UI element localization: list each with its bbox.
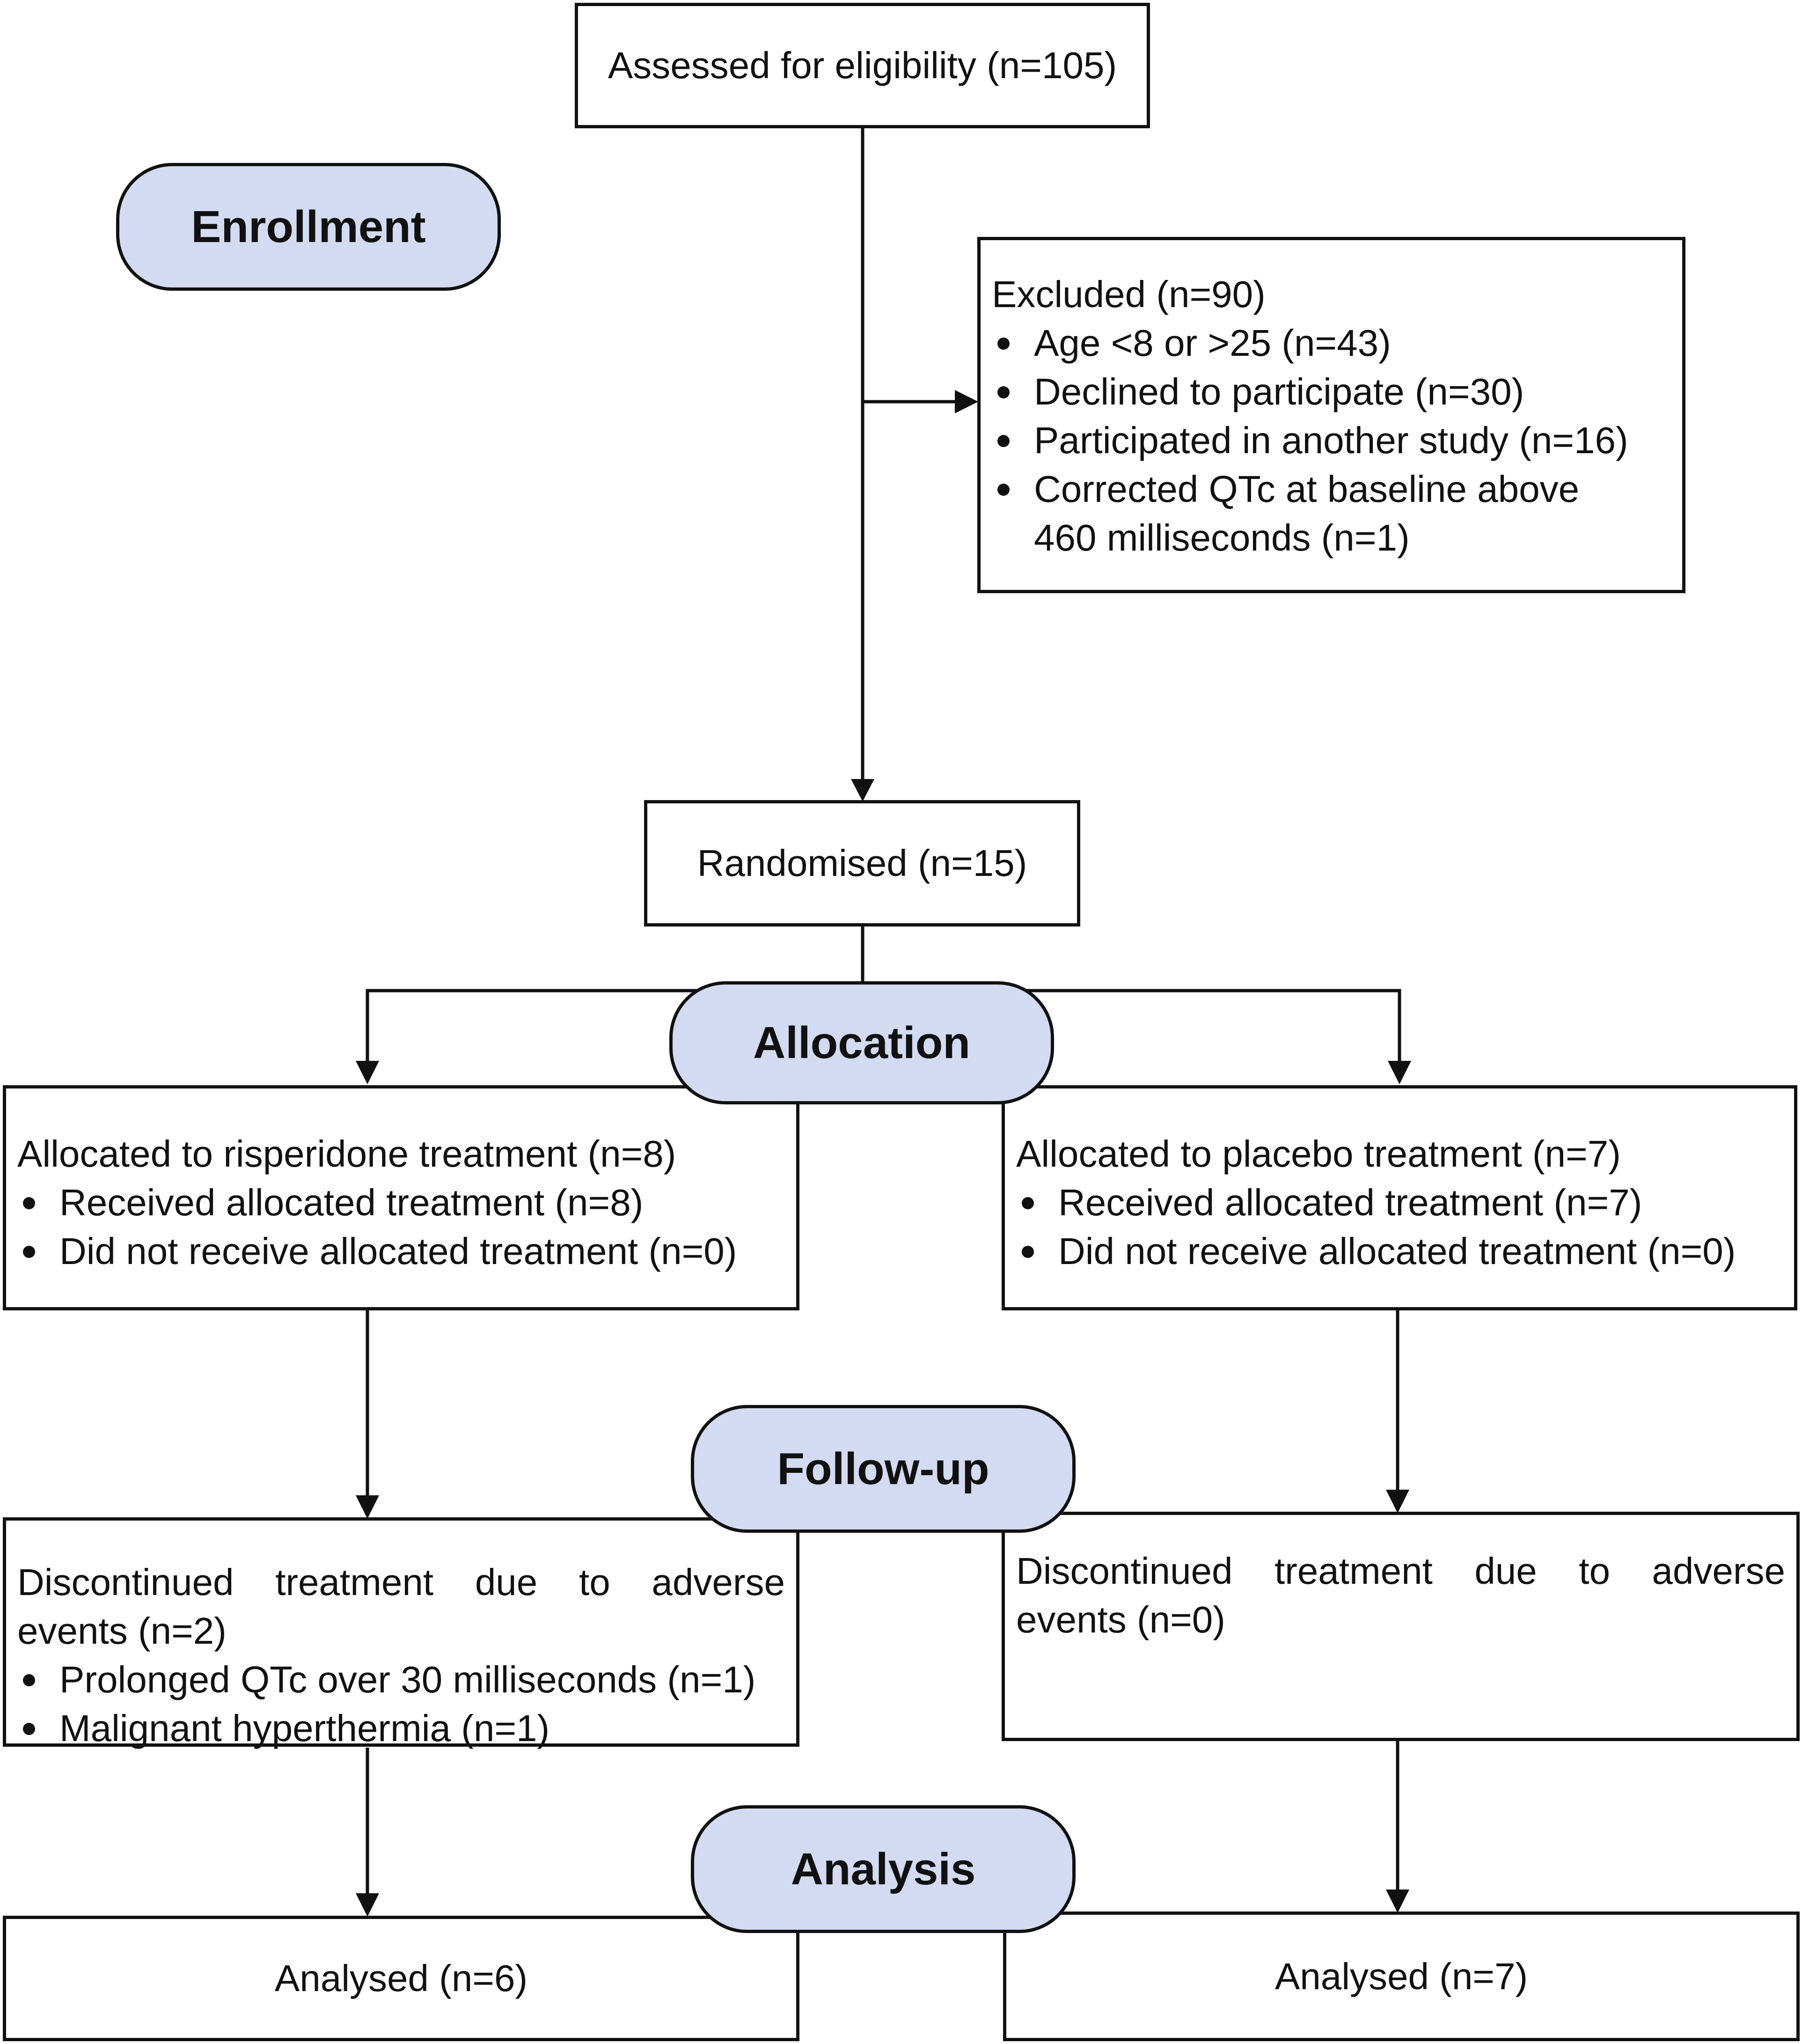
allocation-label-text: Allocation: [753, 1017, 970, 1068]
analysis-label-text: Analysis: [791, 1844, 976, 1894]
allocation-risperidone-item: Did not receive allocated treatment (n=0…: [17, 1227, 785, 1276]
allocation-placebo-item: Did not receive allocated treatment (n=0…: [1016, 1227, 1783, 1276]
arrowhead-analysis-right: [1386, 1890, 1409, 1913]
assessed-box: Assessed for eligibility (n=105): [575, 3, 1150, 128]
followup-risperidone-line1: Discontinued treatment due to adverse: [17, 1561, 785, 1603]
arrowhead-excluded: [955, 390, 978, 413]
excluded-box: Excluded (n=90) Age <8 or >25 (n=43) Dec…: [977, 237, 1685, 593]
followup-phase-label: Follow-up: [691, 1405, 1076, 1533]
assessed-text: Assessed for eligibility (n=105): [608, 44, 1117, 86]
analysis-placebo-text: Analysed (n=7): [1275, 1955, 1528, 1997]
randomised-box: Randomised (n=15): [644, 800, 1080, 926]
excluded-reason-item: Declined to participate (n=30): [992, 368, 1671, 416]
excluded-title: Excluded (n=90): [992, 273, 1266, 315]
analysis-phase-label: Analysis: [691, 1805, 1076, 1933]
excluded-reason-item: Age <8 or >25 (n=43): [992, 319, 1671, 368]
allocation-risperidone-box: Allocated to risperidone treatment (n=8)…: [3, 1085, 799, 1310]
allocation-placebo-title: Allocated to placebo treatment (n=7): [1016, 1133, 1621, 1175]
randomised-text: Randomised (n=15): [697, 842, 1027, 884]
enrollment-phase-label: Enrollment: [116, 163, 501, 291]
allocation-risperidone-list: Received allocated treatment (n=8) Did n…: [17, 1178, 785, 1276]
allocation-risperidone-item: Received allocated treatment (n=8): [17, 1178, 785, 1227]
allocation-placebo-item: Received allocated treatment (n=7): [1016, 1178, 1783, 1227]
arrowhead-randomised: [851, 779, 874, 801]
allocation-placebo-list: Received allocated treatment (n=7) Did n…: [1016, 1178, 1783, 1276]
excluded-reason-item: Participated in another study (n=16): [992, 416, 1671, 465]
allocation-placebo-box: Allocated to placebo treatment (n=7) Rec…: [1002, 1085, 1797, 1310]
arrowhead-followup-left: [356, 1495, 379, 1519]
followup-placebo-line2: events (n=0): [1016, 1599, 1225, 1640]
followup-risperidone-item: Malignant hyperthermia (n=1): [17, 1704, 785, 1753]
followup-placebo-line1: Discontinued treatment due to adverse: [1016, 1550, 1785, 1592]
followup-placebo-box: Discontinued treatment due to adverse ev…: [1002, 1512, 1800, 1741]
followup-risperidone-list: Prolonged QTc over 30 milliseconds (n=1)…: [17, 1655, 785, 1753]
allocation-risperidone-title: Allocated to risperidone treatment (n=8): [17, 1133, 676, 1175]
arrowhead-alloc-right: [1388, 1061, 1411, 1084]
analysis-risperidone-box: Analysed (n=6): [3, 1916, 799, 2041]
analysis-risperidone-text: Analysed (n=6): [274, 1957, 528, 1999]
allocation-phase-label: Allocation: [669, 981, 1054, 1104]
analysis-placebo-box: Analysed (n=7): [1003, 1912, 1800, 2041]
arrowhead-alloc-left: [356, 1061, 379, 1084]
arrowhead-followup-right: [1386, 1490, 1409, 1513]
followup-risperidone-item: Prolonged QTc over 30 milliseconds (n=1): [17, 1655, 785, 1704]
followup-label-text: Follow-up: [777, 1443, 989, 1494]
excluded-reason-item: Corrected QTc at baseline above 460 mill…: [992, 465, 1671, 562]
followup-risperidone-line2: events (n=2): [17, 1610, 227, 1652]
followup-risperidone-box: Discontinued treatment due to adverse ev…: [3, 1517, 799, 1749]
enrollment-label-text: Enrollment: [191, 201, 426, 252]
excluded-reasons-list: Age <8 or >25 (n=43) Declined to partici…: [992, 319, 1671, 562]
arrowhead-analysis-left: [356, 1893, 379, 1917]
